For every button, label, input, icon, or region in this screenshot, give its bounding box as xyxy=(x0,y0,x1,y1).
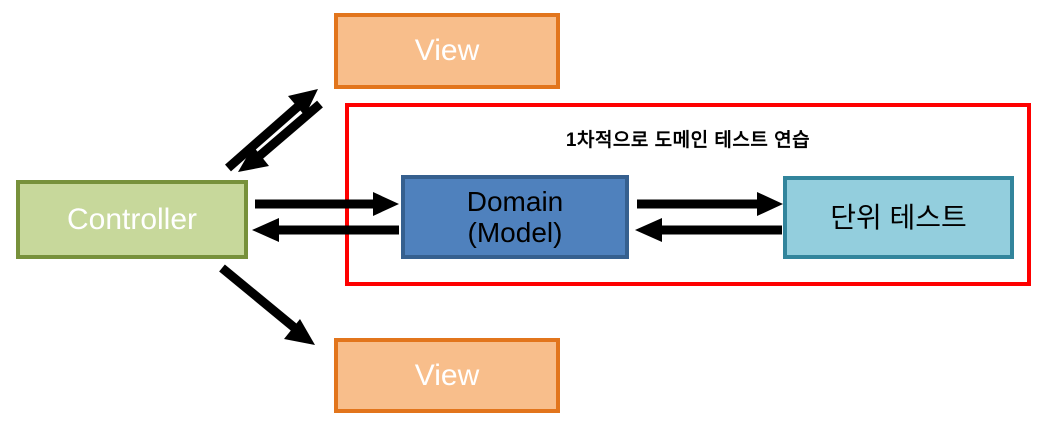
node-view-top-label: View xyxy=(414,34,480,68)
node-domain-model[interactable]: Domain (Model) xyxy=(401,175,629,259)
node-controller[interactable]: Controller xyxy=(16,180,248,259)
node-domain-model-label: Domain (Model) xyxy=(466,185,564,248)
node-view-bottom[interactable]: View xyxy=(334,338,560,413)
arrow-controller-to-view-top xyxy=(225,89,318,172)
group-caption-label: 1차적으로 도메인 테스트 연습 xyxy=(565,130,811,151)
node-view-bottom-label: View xyxy=(414,358,480,392)
node-unit-test-label: 단위 테스트 xyxy=(830,201,967,233)
arrow-controller-to-view-bottom xyxy=(219,264,315,345)
domain-test-group-outline xyxy=(345,103,1031,286)
node-controller-label: Controller xyxy=(66,202,198,236)
node-view-top[interactable]: View xyxy=(334,13,560,89)
node-unit-test[interactable]: 단위 테스트 xyxy=(783,176,1014,259)
arrow-view-top-to-controller xyxy=(238,100,323,172)
